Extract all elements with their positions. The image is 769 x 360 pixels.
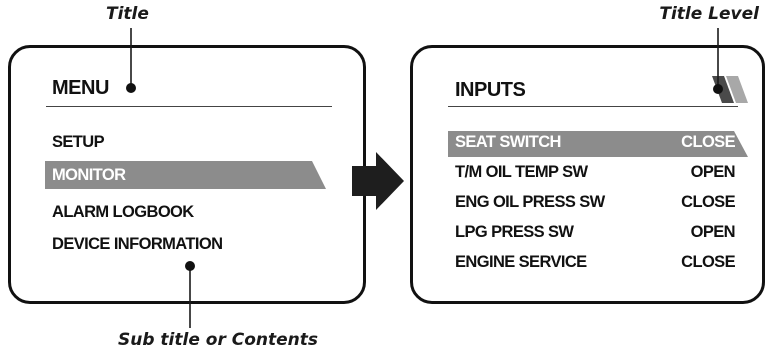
input-row-label[interactable]: T/M OIL TEMP SW bbox=[455, 163, 588, 181]
inputs-title: INPUTS bbox=[455, 79, 526, 101]
input-row-label[interactable]: SEAT SWITCH bbox=[455, 133, 561, 151]
input-row-value: CLOSE bbox=[681, 133, 735, 151]
input-row-value: CLOSE bbox=[681, 193, 735, 211]
input-row-value: OPEN bbox=[690, 163, 736, 181]
inputs-title-divider bbox=[448, 106, 738, 107]
callout-title: Title bbox=[106, 4, 149, 24]
menu-title-divider bbox=[46, 106, 332, 107]
menu-item-device-information[interactable]: DEVICE INFORMATION bbox=[52, 235, 223, 253]
inputs-selection-highlight bbox=[448, 131, 748, 157]
input-row-label[interactable]: LPG PRESS SW bbox=[455, 223, 574, 241]
menu-selection-highlight bbox=[45, 161, 326, 189]
input-row-label[interactable]: ENG OIL PRESS SW bbox=[455, 193, 605, 211]
subtitle-leader-dot bbox=[185, 261, 195, 271]
input-row-label[interactable]: ENGINE SERVICE bbox=[455, 253, 587, 271]
title-level-leader-dot bbox=[713, 84, 723, 94]
menu-item-monitor[interactable]: MONITOR bbox=[52, 166, 126, 184]
menu-title: MENU bbox=[52, 77, 109, 99]
menu-item-setup[interactable]: SETUP bbox=[52, 133, 105, 151]
input-row-value: OPEN bbox=[690, 223, 736, 241]
title-leader-dot bbox=[126, 83, 136, 93]
inputs-screen bbox=[410, 45, 765, 304]
callout-subtitle: Sub title or Contents bbox=[118, 330, 319, 350]
menu-item-alarm-logbook[interactable]: ALARM LOGBOOK bbox=[52, 203, 194, 221]
navigation-arrow bbox=[352, 152, 404, 210]
callout-title-level: Title Level bbox=[659, 4, 759, 24]
input-row-value: CLOSE bbox=[681, 253, 735, 271]
